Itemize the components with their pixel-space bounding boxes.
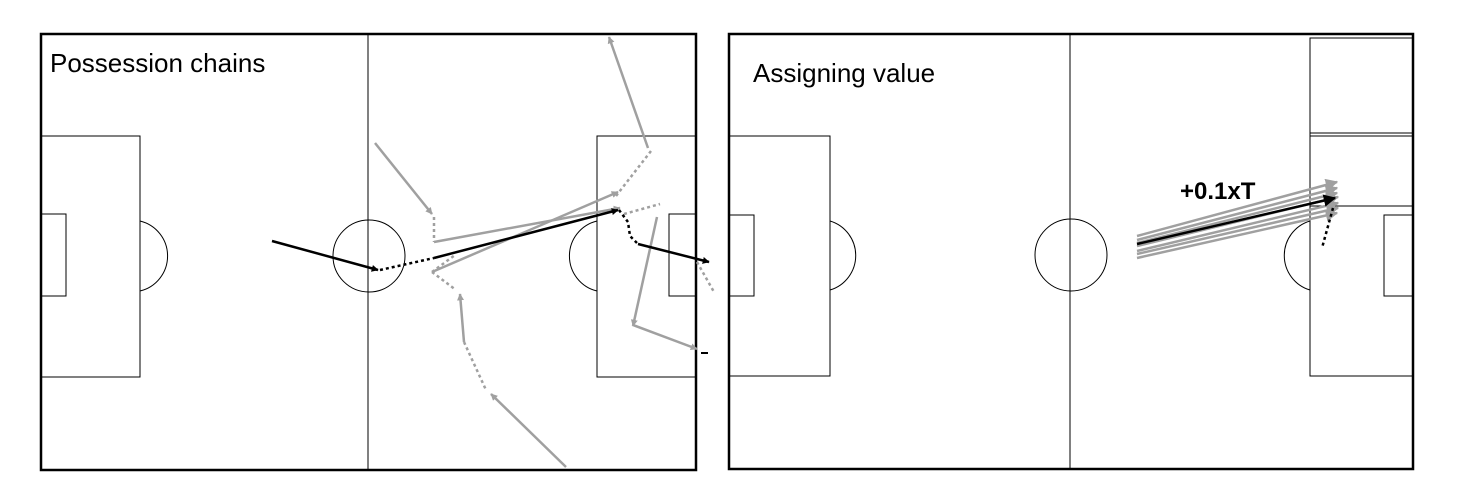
- gray-pass-arrow: [632, 323, 698, 351]
- black-carry-dotted: [1320, 207, 1335, 249]
- gray-similar-action: [1136, 204, 1340, 256]
- panel-left-title: Possession chains: [50, 48, 265, 78]
- pitch-left-six-yard-box-right: [668, 213, 697, 297]
- pitch-left-penalty-box-right: [596, 135, 697, 378]
- gray-pass-arrow: [630, 216, 659, 327]
- black-carry-dotted: [379, 256, 435, 272]
- pitch-right-six-yard-box-left: [728, 214, 755, 297]
- pitch-right-zone-highlight: [1309, 132, 1414, 207]
- gray-pass-arrow: [431, 190, 619, 274]
- gray-similar-action: [1136, 199, 1340, 253]
- pitch-right-penalty-arc-left: [829, 220, 857, 291]
- black-pass-arrow: [271, 239, 379, 272]
- gray-similar-action: [1136, 178, 1339, 238]
- black-pass-arrow: [637, 242, 710, 264]
- pitch-right: [727, 32, 1415, 471]
- gray-carry-dotted: [695, 261, 716, 293]
- gray-pass-arrow: [433, 205, 621, 244]
- pitch-right-center-circle: [1034, 218, 1108, 292]
- gray-similar-action: [1136, 184, 1339, 242]
- pitch-left-penalty-box-left: [40, 135, 141, 378]
- panel-right-title: Assigning value: [753, 58, 935, 88]
- gray-similar-action: [1136, 209, 1339, 260]
- pitch-left: [39, 32, 698, 472]
- gray-carry-dotted: [431, 271, 457, 291]
- pitch-left-penalty-arc-right: [568, 220, 598, 292]
- possession-chain-black: [271, 208, 710, 354]
- black-valued-action-arrow: [1136, 194, 1337, 246]
- pitch-right-penalty-box-left: [728, 135, 831, 377]
- gray-carry-dotted: [431, 253, 456, 274]
- pitch-right-zone-top: [1309, 37, 1414, 134]
- gray-pass-arrow: [490, 393, 567, 468]
- pitch-left-six-yard-box-left: [40, 213, 67, 297]
- black-pass-arrow: [433, 208, 619, 260]
- pitch-right-penalty-arc-right: [1283, 220, 1311, 291]
- gray-pass-arrow: [374, 142, 433, 215]
- possession-chains-gray: [374, 36, 716, 468]
- gray-pass-arrow: [607, 36, 650, 149]
- pitch-left-center-circle: [332, 219, 406, 293]
- pitch-left-penalty-arc-left: [139, 220, 169, 292]
- xt-value-label: +0.1xT: [1180, 178, 1256, 205]
- pitch-right-six-yard-box-right: [1383, 214, 1414, 297]
- gray-carry-dotted: [462, 341, 488, 391]
- gray-carry-dotted: [623, 202, 661, 216]
- pitch-right-penalty-box-right: [1309, 135, 1414, 377]
- gray-similar-action: [1136, 189, 1339, 245]
- black-carry-dotted: [618, 209, 639, 245]
- gray-pass-arrow: [457, 293, 466, 343]
- valued-action: [1136, 194, 1337, 249]
- gray-carry-dotted: [615, 150, 652, 197]
